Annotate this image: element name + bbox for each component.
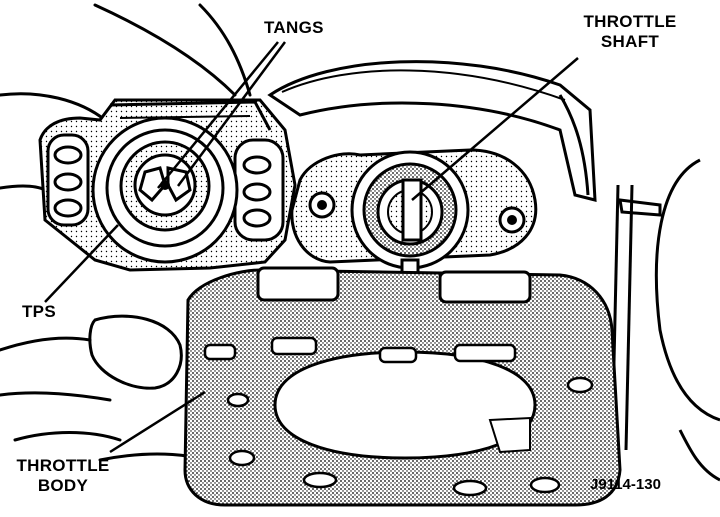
leader-throttle-shaft <box>411 57 579 201</box>
label-throttle-body-line2: BODY <box>37 476 89 495</box>
throttle-body-base <box>183 266 622 507</box>
label-throttle-body: THROTTLE BODY <box>8 456 118 496</box>
tps-sensor <box>38 98 297 272</box>
leader-tangs-right <box>176 41 287 187</box>
leader-throttle-body <box>109 390 206 454</box>
leader-tangs-left <box>157 41 279 189</box>
label-throttle-body-line1: THROTTLE <box>16 456 110 475</box>
figure-id: J9114-130 <box>590 476 661 493</box>
tang-left <box>138 166 167 203</box>
throttle-shaft-flange <box>290 148 538 332</box>
label-throttle-shaft-line1: THROTTLE <box>583 12 677 31</box>
label-throttle-shaft-line2: SHAFT <box>600 32 660 51</box>
label-tps: TPS <box>22 302 56 321</box>
label-throttle-shaft: THROTTLE SHAFT <box>575 12 685 52</box>
right-bracket <box>610 158 720 482</box>
rear-housing <box>267 60 597 202</box>
label-tangs: TANGS <box>264 18 324 37</box>
leader-lines <box>44 41 579 454</box>
throttle-shaft <box>401 178 423 242</box>
leader-tps <box>44 224 119 303</box>
